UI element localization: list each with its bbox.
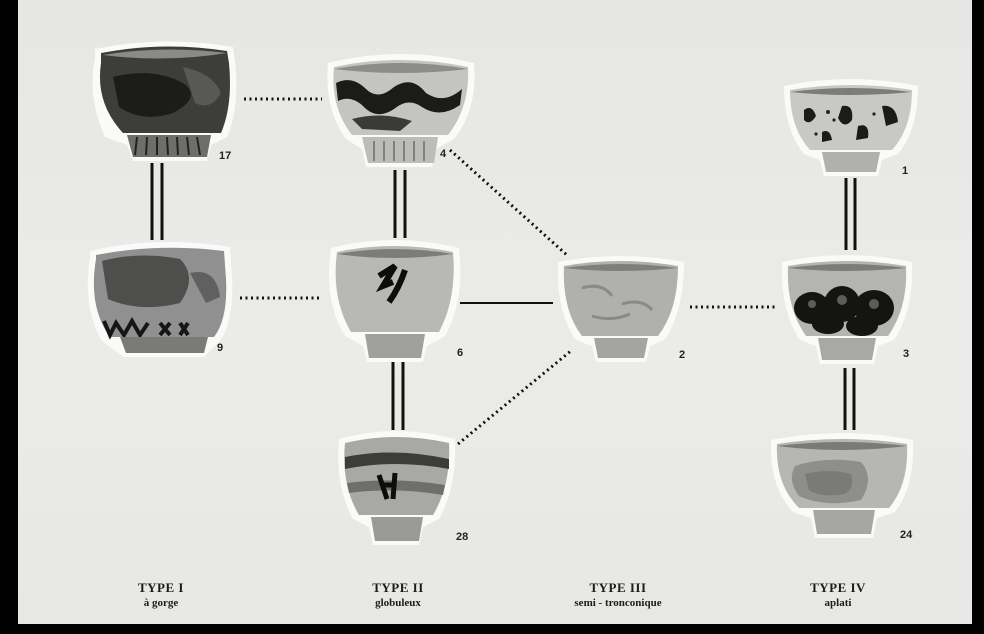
- type-subtitle: à gorge: [81, 597, 241, 609]
- type-title: TYPE I: [81, 580, 241, 596]
- bowl-number: 6: [457, 347, 463, 359]
- bowl-3: [776, 252, 916, 366]
- bowl-28: [333, 427, 459, 547]
- link-17-9-double: [152, 163, 162, 240]
- link-4-6-double: [395, 170, 405, 238]
- bowl-number: 28: [456, 531, 468, 543]
- type-title: TYPE II: [318, 580, 478, 596]
- bowl-number: 3: [903, 348, 909, 360]
- link-28-2-dotted: [458, 350, 572, 444]
- type-subtitle: aplati: [758, 597, 918, 609]
- bowl-number: 17: [219, 150, 231, 162]
- type-label-1: TYPE I à gorge: [81, 580, 241, 609]
- type-label-2: TYPE II globuleux: [318, 580, 478, 609]
- bowl-number: 4: [440, 148, 446, 160]
- bowl-9: [80, 237, 240, 359]
- bowl-number: 9: [217, 342, 223, 354]
- bowl-2: [552, 252, 688, 364]
- bowl-6: [323, 236, 465, 364]
- link-6-28-double: [393, 362, 403, 430]
- type-title: TYPE III: [538, 580, 698, 596]
- bowl-17: [83, 37, 243, 165]
- type-label-3: TYPE III semi - tronconique: [538, 580, 698, 609]
- bowl-number: 24: [900, 529, 912, 541]
- bowl-1: [778, 76, 922, 180]
- link-1-3-double: [846, 178, 855, 250]
- bowl-number: 1: [902, 165, 908, 177]
- bowl-number: 2: [679, 349, 685, 361]
- link-3-24-double: [845, 368, 854, 430]
- type-title: TYPE IV: [758, 580, 918, 596]
- bowl-24: [765, 430, 917, 542]
- bowl-4: [322, 49, 478, 169]
- type-subtitle: globuleux: [318, 597, 478, 609]
- type-label-4: TYPE IV aplati: [758, 580, 918, 609]
- type-subtitle: semi - tronconique: [538, 597, 698, 609]
